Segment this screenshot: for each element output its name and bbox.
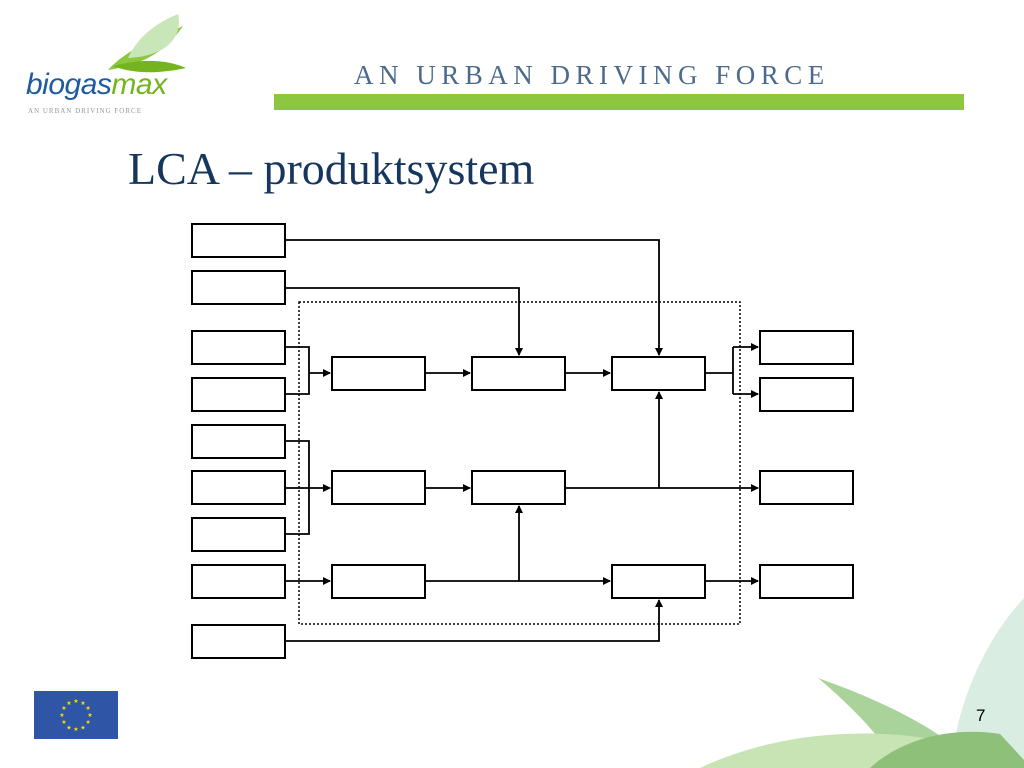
eu-star-icon: ★ bbox=[66, 700, 71, 707]
eu-flag-field bbox=[34, 691, 118, 739]
header-accent-bar bbox=[274, 94, 964, 110]
process-box bbox=[331, 470, 426, 505]
eu-star-icon: ★ bbox=[59, 712, 64, 719]
eu-star-icon: ★ bbox=[85, 705, 90, 712]
logo-wordmark-b: max bbox=[111, 68, 167, 101]
eu-star-icon: ★ bbox=[87, 712, 92, 719]
logo-leaf-icon bbox=[108, 14, 186, 73]
eu-star-icon: ★ bbox=[61, 719, 66, 726]
process-box bbox=[611, 356, 706, 391]
output-box bbox=[759, 377, 854, 412]
eu-flag-icon: ★★★★★★★★★★★★ bbox=[34, 691, 118, 739]
page-number: 7 bbox=[976, 706, 986, 725]
input-box bbox=[191, 624, 286, 659]
flow-connector bbox=[285, 346, 310, 395]
eu-star-icon: ★ bbox=[73, 698, 78, 705]
eu-star-icon: ★ bbox=[66, 724, 71, 731]
header-tagline: AN URBAN DRIVING FORCE bbox=[354, 60, 830, 90]
input-box bbox=[191, 470, 286, 505]
biogasmax-logo: biogasmax AN URBAN DRIVING FORCE bbox=[18, 8, 208, 118]
input-box bbox=[191, 517, 286, 552]
output-box bbox=[759, 330, 854, 365]
eu-stars: ★★★★★★★★★★★★ bbox=[59, 698, 92, 733]
logo-tagline: AN URBAN DRIVING FORCE bbox=[28, 107, 142, 115]
process-box bbox=[471, 470, 566, 505]
slide-title: LCA – produktsystem bbox=[128, 143, 535, 194]
input-box bbox=[191, 377, 286, 412]
input-box bbox=[191, 564, 286, 599]
output-box bbox=[759, 564, 854, 599]
leaf-shape-dark bbox=[870, 731, 1024, 768]
process-box bbox=[471, 356, 566, 391]
eu-star-icon: ★ bbox=[61, 705, 66, 712]
eu-star-icon: ★ bbox=[85, 719, 90, 726]
logo-wordmark: biogasmax bbox=[26, 68, 167, 102]
eu-star-icon: ★ bbox=[73, 726, 78, 733]
flow-arrow bbox=[285, 239, 663, 356]
flow-arrow bbox=[285, 287, 523, 356]
eu-star-icon: ★ bbox=[80, 700, 85, 707]
process-box bbox=[331, 356, 426, 391]
input-box bbox=[191, 424, 286, 459]
leaf-shape-light bbox=[950, 598, 1024, 768]
input-box bbox=[191, 270, 286, 305]
eu-star-icon: ★ bbox=[80, 724, 85, 731]
logo-wordmark-a: biogas bbox=[26, 68, 112, 101]
input-box bbox=[191, 223, 286, 258]
process-box bbox=[331, 564, 426, 599]
flow-arrow bbox=[285, 599, 663, 642]
output-box bbox=[759, 470, 854, 505]
input-box bbox=[191, 330, 286, 365]
process-box bbox=[611, 564, 706, 599]
